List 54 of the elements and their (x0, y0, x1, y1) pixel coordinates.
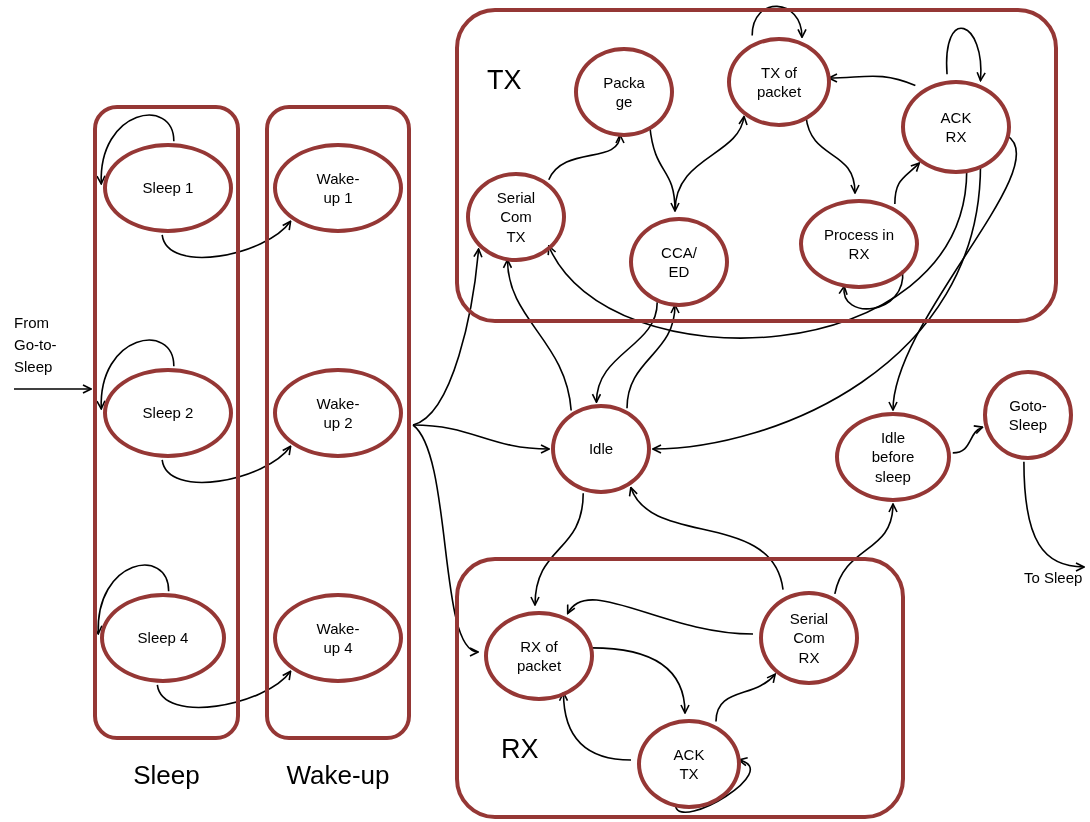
arrow (674, 115, 747, 212)
arrow (566, 599, 754, 635)
arrow (751, 5, 806, 39)
state-label: From Go-to- Sleep (14, 313, 58, 377)
state-ellipse: Serial Com TX (466, 172, 566, 262)
state-ellipse: Wake- up 1 (273, 143, 403, 233)
state-ellipse: Goto- Sleep (983, 370, 1073, 460)
state-ellipse: CCA/ ED (629, 217, 729, 307)
state-ellipse: Serial Com RX (759, 591, 859, 685)
arrow (1023, 461, 1085, 572)
state-ellipse: RX of packet (484, 611, 594, 701)
arrow (412, 424, 479, 654)
arrow (674, 758, 752, 814)
arrow (945, 27, 986, 82)
state-ellipse: ACK RX (901, 80, 1011, 174)
arrow (412, 248, 483, 426)
arrow (630, 486, 784, 591)
arrow (161, 445, 292, 484)
state-label: Wake-up (285, 759, 391, 792)
arrow (951, 426, 984, 454)
arrow (96, 339, 175, 410)
state-label: To Sleep (1024, 568, 1084, 588)
arrow (834, 503, 898, 595)
state-ellipse: Sleep 1 (103, 143, 233, 233)
arrow (161, 220, 292, 259)
state-ellipse: Idle before sleep (835, 412, 951, 502)
arrow (828, 73, 917, 87)
arrow (412, 424, 550, 454)
arrow (889, 134, 1017, 411)
arrow (13, 384, 92, 394)
state-ellipse: Sleep 4 (100, 593, 226, 683)
state-ellipse: Idle (551, 404, 651, 494)
state-ellipse: Packa ge (574, 47, 674, 137)
state-label: TX (487, 64, 522, 96)
arrow (156, 670, 292, 709)
state-ellipse: Wake- up 4 (273, 593, 403, 683)
state-ellipse: TX of packet (727, 37, 831, 127)
state-label: RX (501, 733, 539, 765)
arrow (626, 304, 680, 410)
arrow (96, 114, 175, 185)
arrow (894, 162, 921, 205)
state-ellipse: Process in RX (799, 199, 919, 289)
state-ellipse: ACK TX (637, 719, 741, 809)
arrow (715, 673, 776, 723)
state-ellipse: Sleep 2 (103, 368, 233, 458)
arrow (547, 134, 624, 181)
state-label: Sleep (132, 759, 201, 792)
arrow (591, 647, 690, 714)
group-frame (455, 557, 905, 819)
arrow (503, 259, 572, 412)
arrow (530, 492, 584, 606)
state-ellipse: Wake- up 2 (273, 368, 403, 458)
arrow (592, 301, 658, 403)
group-frame (455, 8, 1058, 323)
